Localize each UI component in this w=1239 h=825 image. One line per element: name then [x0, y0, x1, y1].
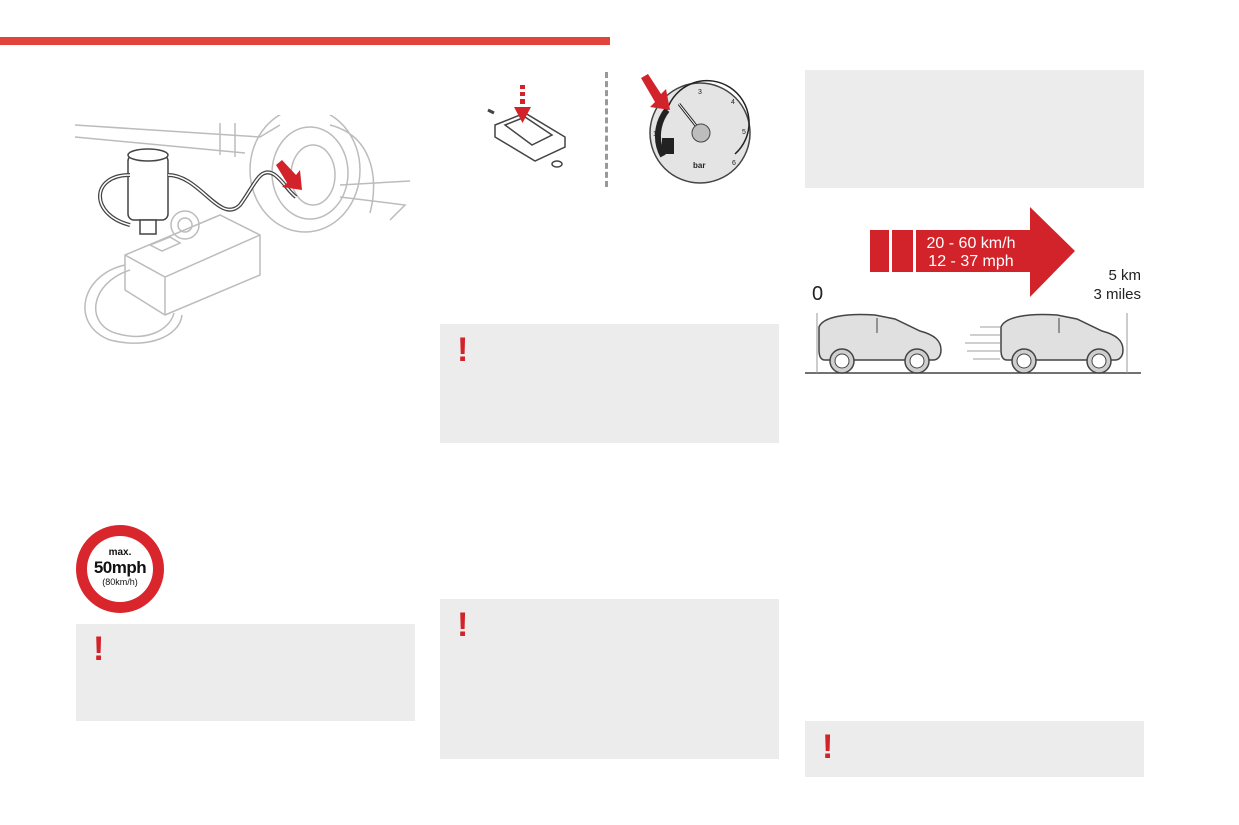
- speed-range-mph: 12 - 37 mph: [928, 253, 1014, 270]
- speed-sign-max-label: max.: [108, 547, 132, 558]
- gauge-tick-1: 1: [653, 131, 657, 138]
- warning-panel-middle-top: [440, 324, 779, 443]
- compressor-kit-illustration: [74, 115, 411, 344]
- warning-panel-middle-bottom: [440, 599, 779, 759]
- driving-distance-diagram: 20 - 60 km/h 12 - 37 mph 0 5 km 3 miles: [805, 205, 1145, 380]
- gauge-unit-label: bar: [693, 161, 705, 170]
- warning-exclamation-icon: !: [822, 728, 834, 766]
- car-start-icon: [818, 313, 942, 374]
- warning-panel-right-bottom: [805, 721, 1144, 777]
- distance-end-km: 5 km: [1108, 267, 1141, 284]
- section-header-bar: [0, 37, 610, 45]
- gauge-tick-3: 3: [698, 89, 702, 96]
- pressure-gauge-illustration: 1 2 3 4 5 6 bar: [641, 74, 751, 184]
- illustration-divider: [605, 72, 608, 187]
- speed-arrow-graphic: [805, 207, 1141, 374]
- speed-limit-sign: max. 50mph (80km/h): [76, 525, 164, 613]
- distance-end-miles: 3 miles: [1093, 286, 1141, 303]
- car-end-icon: [1000, 313, 1124, 374]
- warning-exclamation-icon: !: [457, 606, 469, 644]
- compressor-switch-illustration: [487, 85, 566, 168]
- warning-panel-left: [76, 624, 415, 721]
- warning-exclamation-icon: !: [93, 630, 105, 668]
- distance-start-label: 0: [812, 283, 824, 305]
- gauge-tick-6: 6: [732, 160, 736, 167]
- warning-exclamation-icon: !: [457, 331, 469, 369]
- gauge-tick-5: 5: [742, 129, 746, 136]
- speed-range-kmh: 20 - 60 km/h: [926, 235, 1016, 252]
- info-panel-right-top: [805, 70, 1144, 188]
- gauge-tick-4: 4: [731, 99, 735, 106]
- speed-sign-mph-value: 50mph: [93, 558, 147, 577]
- speed-sign-kmh-value: (80km/h): [102, 577, 138, 587]
